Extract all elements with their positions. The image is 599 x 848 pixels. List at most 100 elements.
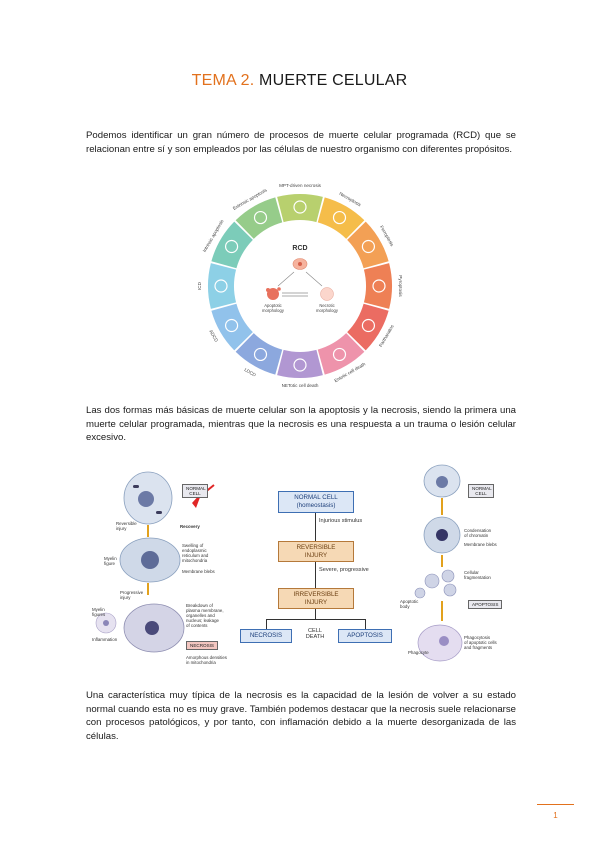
flow-severe: Severe, progressive xyxy=(319,567,369,573)
apoptotic-bleb-2 xyxy=(277,287,281,291)
normal-cell-nucleus xyxy=(138,491,154,507)
wheel-segment-label: MPT-driven necrosis xyxy=(279,183,322,188)
apoptotic-cell-icon xyxy=(267,288,279,300)
page-title: TEMA 2. MUERTE CELULAR xyxy=(0,72,599,90)
breakdown-note: Breakdown of plasma membrane, organelles… xyxy=(186,603,224,628)
wheel-segment-label: ICD xyxy=(197,281,202,290)
fragment-2 xyxy=(441,569,455,583)
paragraph-intro: Podemos identificar un gran número de pr… xyxy=(86,130,516,155)
necrosis-tag: NECROSIS xyxy=(186,641,218,650)
amorphous-note: Amorphous densities in mitochondria xyxy=(186,655,228,665)
flow-reversible: REVERSIBLE INJURY xyxy=(278,541,354,562)
wheel-segment-icon xyxy=(293,200,307,214)
flow-line-right xyxy=(365,619,366,629)
phagocytosis-note: Phagocytosis of apoptotic cells and frag… xyxy=(464,635,497,650)
wheel-segment-icon xyxy=(332,210,347,225)
left-normal-cell-tag: NORMAL CELL xyxy=(182,484,208,498)
wheel-segment xyxy=(211,303,253,351)
fragment-4 xyxy=(414,587,426,599)
wheel-segment xyxy=(208,263,237,309)
footer-divider xyxy=(537,804,574,805)
flow-necrosis: NECROSIS xyxy=(240,629,292,643)
title-accent: TEMA 2. xyxy=(191,72,255,89)
condensed-nucleus xyxy=(436,529,448,541)
swelling-note: Swelling of endoplasmic reticulum and mi… xyxy=(182,543,209,563)
phagocyte-fragment xyxy=(439,636,449,646)
wheel-center-disc xyxy=(234,220,366,352)
mito-2 xyxy=(156,511,162,514)
inflammatory-cell-nucleus xyxy=(103,620,109,626)
wheel-segment xyxy=(363,263,392,309)
right-normal-cell-nucleus xyxy=(436,476,448,488)
necrotic-label-l2: morphology xyxy=(316,308,339,313)
rcd-wheel-svg: NecroptosisFerroptosisPyroptosisParthana… xyxy=(197,183,403,388)
wheel-segment xyxy=(347,221,389,269)
center-cell-nucleus xyxy=(298,262,302,266)
necrotic-cell-icon xyxy=(320,287,334,301)
right-normal-cell-tag: NORMAL CELL xyxy=(468,484,494,498)
wheel-segment xyxy=(235,197,283,239)
wheel-segment xyxy=(317,197,365,239)
paragraph-apoptosis-necrosis: Las dos formas más básicas de muerte cel… xyxy=(86,405,516,444)
condensation-note: Condensation of chromatin xyxy=(464,528,492,538)
apoptosis-pathway-drawing xyxy=(414,464,463,662)
flow-line-left xyxy=(266,619,267,629)
wheel-segment xyxy=(211,221,253,269)
wheel-segment-icon xyxy=(214,279,228,293)
wheel-segment-icon xyxy=(253,210,268,225)
flow-injurious: Injurious stimulus xyxy=(319,518,363,524)
page-number: 1 xyxy=(553,811,558,820)
necrotic-label-l1: Necrotic xyxy=(319,303,334,308)
necrotic-cell-nucleus xyxy=(145,621,159,635)
wheel-segment-label: Pyroptosis xyxy=(398,275,403,297)
recovery-label: Recovery xyxy=(180,524,200,529)
myelin2-note: Myelin figures xyxy=(92,607,106,617)
wheel-segment-label: ADCD xyxy=(208,329,219,343)
necrosis-pathway-drawing xyxy=(95,471,215,653)
wheel-segment xyxy=(347,303,389,351)
wheel-segment xyxy=(235,333,283,375)
arrow-right xyxy=(305,271,323,287)
wheel-segment-icon xyxy=(224,239,239,254)
cell-injury-figure: NORMAL CELL Reversible injury Recovery S… xyxy=(90,463,520,675)
wheel-segment-icon xyxy=(361,318,376,333)
title-rest: MUERTE CELULAR xyxy=(259,72,408,89)
reversible-cell-nucleus xyxy=(141,551,159,569)
wheel-segment-icon xyxy=(224,318,239,333)
wheel-segment-icon xyxy=(253,347,268,362)
apoptotic-label-l1: Apoptotic xyxy=(264,303,281,308)
apoptotic-bleb-1 xyxy=(266,288,270,292)
wheel-segment-icon xyxy=(361,239,376,254)
wheel-segment xyxy=(277,194,323,223)
flow-normal-cell: NORMAL CELL (homeostasis) xyxy=(278,491,354,513)
flow-line-2 xyxy=(315,562,316,588)
blebs-note: Membrane blebs xyxy=(464,542,497,547)
arrow-left xyxy=(277,271,295,287)
fragmentation-note: Cellular fragmentation xyxy=(464,570,491,580)
reversible-label: Reversible injury xyxy=(116,521,137,531)
wheel-segment-icon xyxy=(332,347,347,362)
phagocyte-note: Phagocyte xyxy=(408,650,429,655)
apoptotic-body-note: Apoptotic body xyxy=(400,599,419,609)
fragment-3 xyxy=(443,583,457,597)
paragraph-necrosis-characteristics: Una característica muy típica de la necr… xyxy=(86,690,516,742)
flow-cell-death: CELL DEATH xyxy=(305,628,325,640)
apoptosis-tag: APOPTOSIS xyxy=(468,600,503,609)
wheel-segment-label: NETotic cell death xyxy=(282,383,319,388)
apoptotic-label-l2: morphology xyxy=(262,308,285,313)
progressive-label: Progressive injury xyxy=(120,590,144,600)
inflammation-note: Inflammation xyxy=(92,637,118,642)
flow-line-3 xyxy=(315,609,316,619)
mito-1 xyxy=(133,485,139,488)
wheel-center-title: RCD xyxy=(292,245,307,252)
exchange-arrows xyxy=(282,292,308,297)
flow-line-1 xyxy=(315,513,316,541)
fragment-1 xyxy=(424,573,440,589)
flow-irreversible: IRREVERSIBLE INJURY xyxy=(278,588,354,609)
wheel-segment-label: LDCD xyxy=(243,367,257,378)
membrane-note: Membrane blebs xyxy=(182,569,215,574)
